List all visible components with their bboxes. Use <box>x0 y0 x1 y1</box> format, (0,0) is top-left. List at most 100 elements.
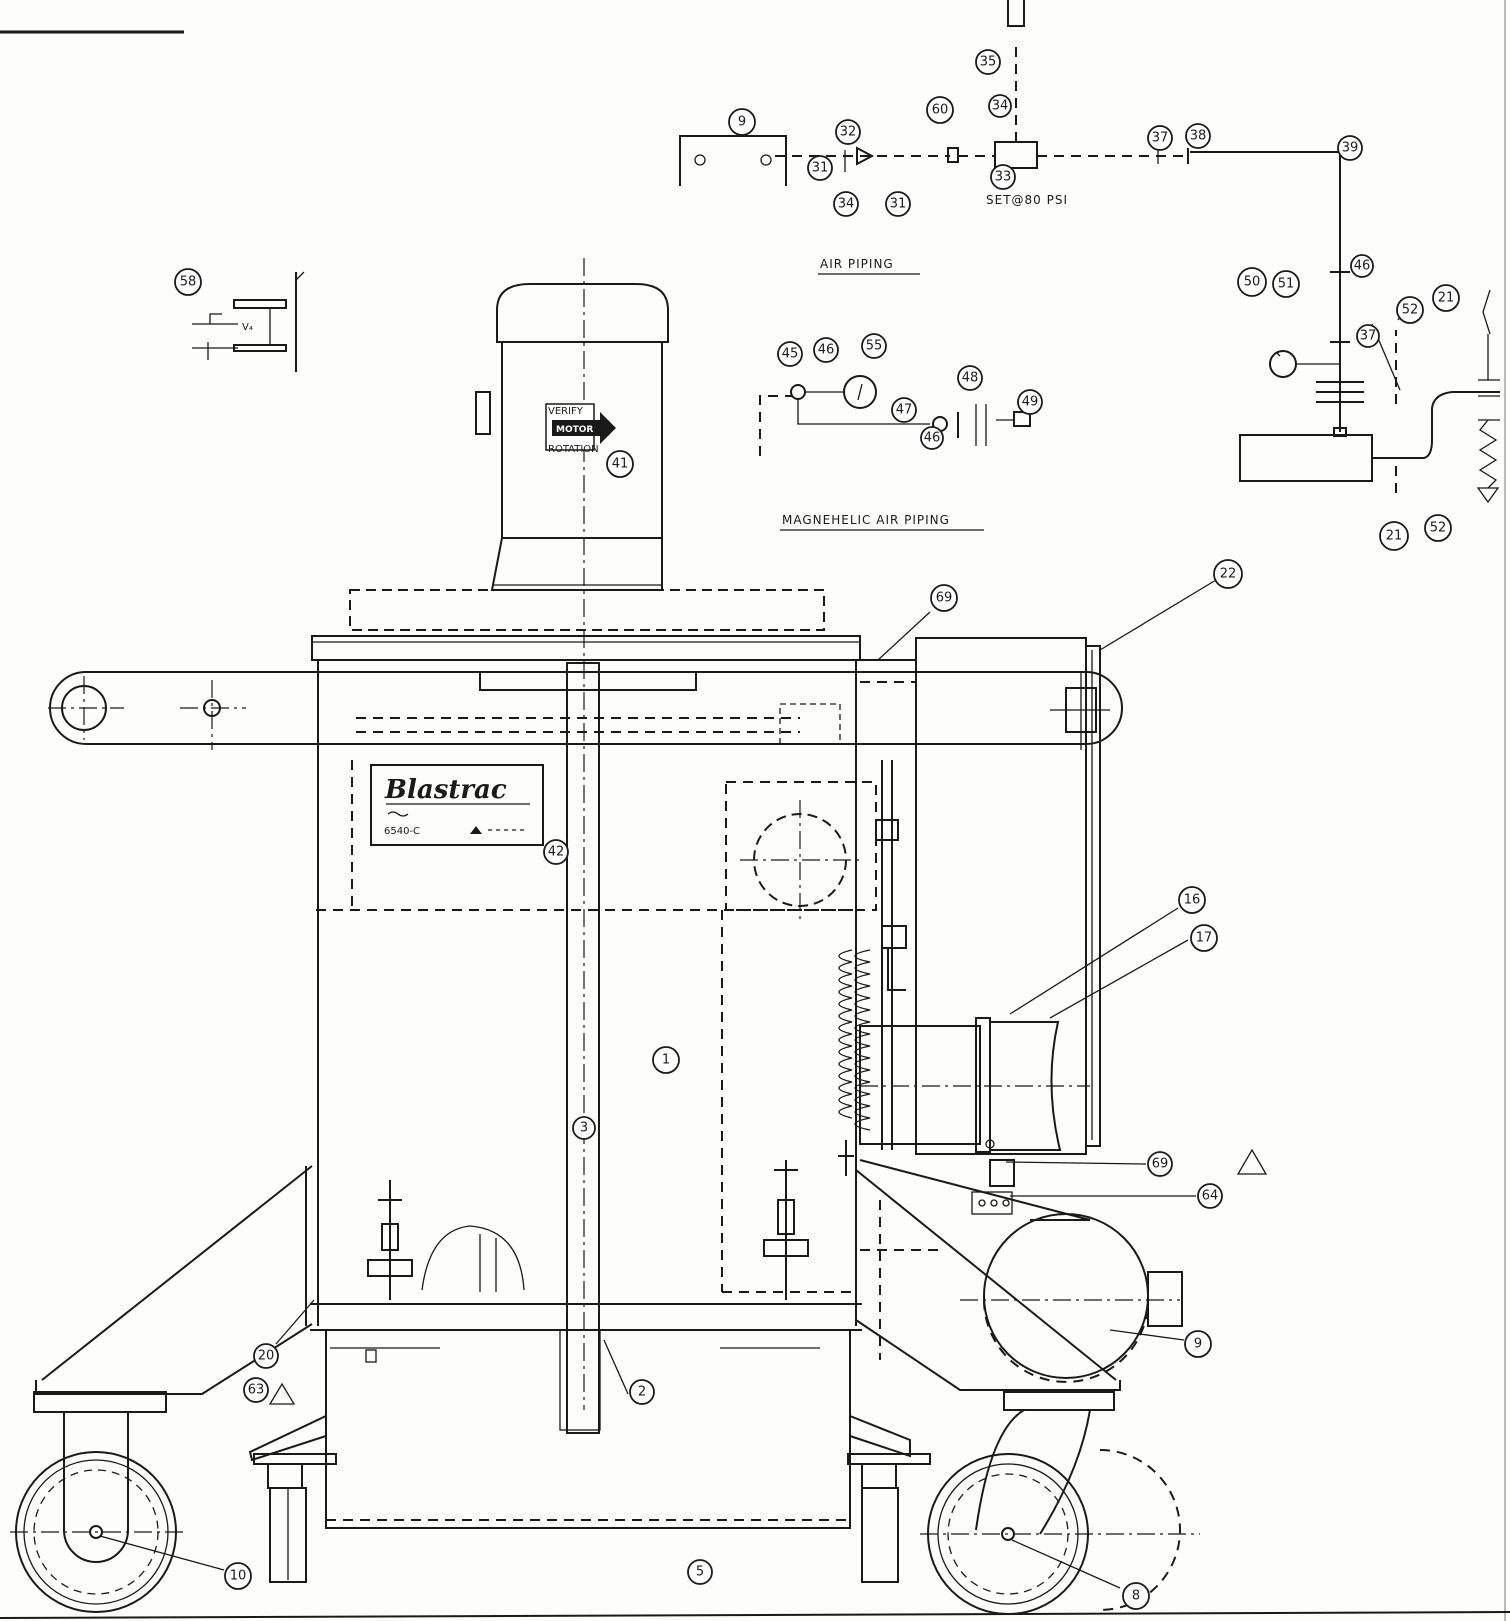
svg-text:16: 16 <box>1184 893 1201 908</box>
svg-text:46: 46 <box>924 431 941 446</box>
callout-9: 9 <box>1184 1330 1212 1358</box>
svg-text:49: 49 <box>1022 395 1039 410</box>
callout-20: 20 <box>253 1343 279 1369</box>
right-front-caster <box>920 1391 1200 1615</box>
svg-text:69: 69 <box>1152 1157 1169 1172</box>
decal-verify-text: VERIFY <box>548 406 584 417</box>
svg-text:34: 34 <box>992 99 1009 114</box>
callout-37: 37 <box>1147 125 1173 151</box>
air-piping-schematic <box>679 0 1500 504</box>
callout-69: 69 <box>930 584 958 612</box>
brand-plate: Blastrac 6540-C <box>370 764 544 846</box>
callout-45: 45 <box>777 341 803 367</box>
svg-text:34: 34 <box>838 197 855 212</box>
callout-34: 34 <box>833 191 859 217</box>
warning-triangle-icon <box>268 1382 296 1405</box>
model-plate-text: 6540-C <box>384 826 420 837</box>
callout-46: 46 <box>813 337 839 363</box>
svg-text:20: 20 <box>258 1349 275 1364</box>
callout-38: 38 <box>1185 123 1211 149</box>
svg-text:21: 21 <box>1386 529 1403 544</box>
floor-line <box>0 1611 1510 1619</box>
callout-60: 60 <box>926 96 954 124</box>
callout-55: 55 <box>861 333 887 359</box>
svg-text:21: 21 <box>1438 291 1455 306</box>
magnehelic-air-piping-title: MAGNEHELIC AIR PIPING <box>782 513 950 527</box>
svg-text:8: 8 <box>1132 1589 1140 1604</box>
svg-text:33: 33 <box>995 170 1012 185</box>
callout-5: 5 <box>687 1559 713 1585</box>
warning-triangle-icon <box>1236 1148 1268 1175</box>
callout-31: 31 <box>885 191 911 217</box>
svg-text:46: 46 <box>1354 259 1371 274</box>
svg-text:42: 42 <box>548 845 565 860</box>
callout-52: 52 <box>1424 514 1452 542</box>
callout-51: 51 <box>1272 270 1300 298</box>
svg-text:32: 32 <box>840 125 857 140</box>
svg-text:48: 48 <box>962 371 979 386</box>
side-housing <box>725 637 1101 1176</box>
decal-motor-text: MOTOR <box>556 425 593 435</box>
svg-text:60: 60 <box>932 103 949 118</box>
callout-37: 37 <box>1356 324 1380 348</box>
callout-21: 21 <box>1432 284 1460 312</box>
verify-rotation-decal: VERIFY MOTOR ROTATION <box>545 403 616 455</box>
lift-beam <box>48 671 1123 750</box>
callout-35: 35 <box>975 49 1001 75</box>
svg-text:47: 47 <box>896 403 913 418</box>
callout-48: 48 <box>957 365 983 391</box>
svg-text:38: 38 <box>1190 129 1207 144</box>
callout-52: 52 <box>1396 296 1424 324</box>
callout-2: 2 <box>629 1379 655 1405</box>
callout-3: 3 <box>572 1116 596 1140</box>
callout-1: 1 <box>652 1046 680 1074</box>
svg-text:52: 52 <box>1430 521 1447 536</box>
svg-text:3: 3 <box>580 1121 588 1136</box>
svg-text:39: 39 <box>1342 141 1359 156</box>
callout-47: 47 <box>891 397 917 423</box>
callout-63: 63 <box>243 1377 269 1403</box>
callout-42: 42 <box>543 839 569 865</box>
callout-33: 33 <box>990 164 1016 190</box>
svg-text:5: 5 <box>696 1565 704 1580</box>
callout-17: 17 <box>1190 924 1218 952</box>
callout-64: 64 <box>1197 1183 1223 1209</box>
callout-32: 32 <box>835 119 861 145</box>
callout-9: 9 <box>728 108 756 136</box>
air-piping-title: AIR PIPING <box>820 257 894 271</box>
svg-text:22: 22 <box>1220 567 1237 582</box>
svg-text:45: 45 <box>782 347 799 362</box>
svg-text:55: 55 <box>866 339 883 354</box>
callout-41: 41 <box>606 450 634 478</box>
decal-rotation-text: ROTATION <box>548 444 599 455</box>
svg-text:10: 10 <box>230 1569 247 1584</box>
small-caster-right <box>847 1453 931 1583</box>
small-caster-left <box>253 1453 337 1583</box>
brand-logo-text: Blastrac <box>384 775 507 805</box>
svg-text:2: 2 <box>638 1385 646 1400</box>
svg-text:V₄: V₄ <box>242 322 253 333</box>
svg-text:37: 37 <box>1152 131 1169 146</box>
callout-21: 21 <box>1379 521 1409 551</box>
blast-wheel-housing <box>855 1159 1183 1391</box>
svg-text:51: 51 <box>1278 277 1295 292</box>
callout-50: 50 <box>1237 267 1267 297</box>
svg-text:63: 63 <box>248 1383 265 1398</box>
callout-46: 46 <box>920 426 944 450</box>
svg-text:17: 17 <box>1196 931 1213 946</box>
svg-text:31: 31 <box>812 161 829 176</box>
svg-text:35: 35 <box>980 55 997 70</box>
svg-text:41: 41 <box>612 457 629 472</box>
svg-text:58: 58 <box>180 275 197 290</box>
svg-text:37: 37 <box>1360 329 1377 344</box>
callout-10: 10 <box>224 1562 252 1590</box>
callout-49: 49 <box>1017 389 1043 415</box>
detail-58-bracket: V₄ <box>192 271 305 372</box>
svg-text:64: 64 <box>1202 1189 1219 1204</box>
callout-8: 8 <box>1122 1582 1150 1610</box>
callout-34: 34 <box>988 94 1012 118</box>
callout-46: 46 <box>1350 254 1374 278</box>
set-pressure-label: SET@80 PSI <box>986 193 1068 207</box>
svg-text:52: 52 <box>1402 303 1419 318</box>
